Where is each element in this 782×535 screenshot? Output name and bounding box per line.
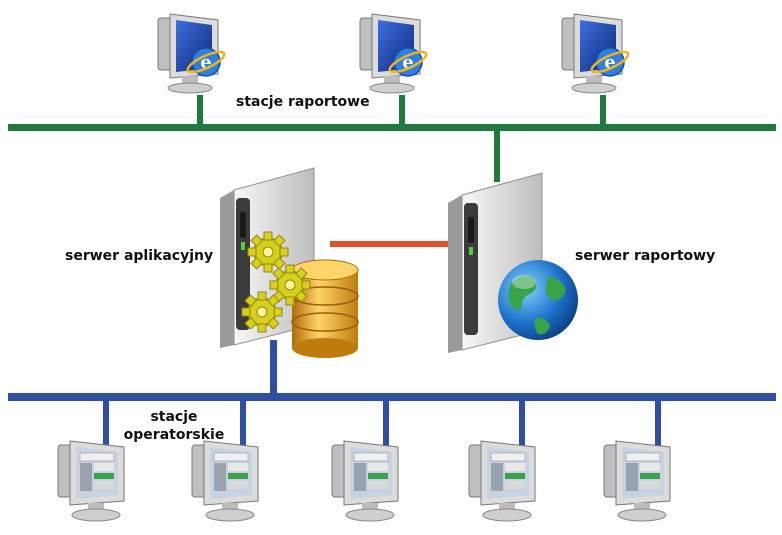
- report-station-icon: [156, 12, 228, 95]
- operator-bus: [8, 340, 776, 448]
- operator-station-icon: [191, 440, 259, 522]
- server-link: [330, 241, 454, 247]
- report-server-label: serwer raportowy: [575, 248, 715, 264]
- report-stations-label: stacje raportowe: [236, 94, 370, 110]
- operator-stations-label-line2: operatorskie: [124, 427, 225, 443]
- app-server-icon: [219, 167, 359, 358]
- app-server-label: serwer aplikacyjny: [65, 248, 213, 264]
- operator-stations-label-line1: stacje: [150, 409, 197, 425]
- gear-icon: [241, 291, 283, 333]
- operator-station-icon: [57, 440, 125, 522]
- operator-station-icon: [468, 440, 536, 522]
- report-server-icon: [447, 172, 578, 354]
- operator-station-icon: [331, 440, 399, 522]
- report-bus: [8, 95, 776, 182]
- operator-station-icon: [603, 440, 671, 522]
- gear-icon: [247, 231, 289, 273]
- report-station-icon: [560, 12, 632, 95]
- globe-icon: [498, 260, 578, 340]
- report-station-icon: [358, 12, 430, 95]
